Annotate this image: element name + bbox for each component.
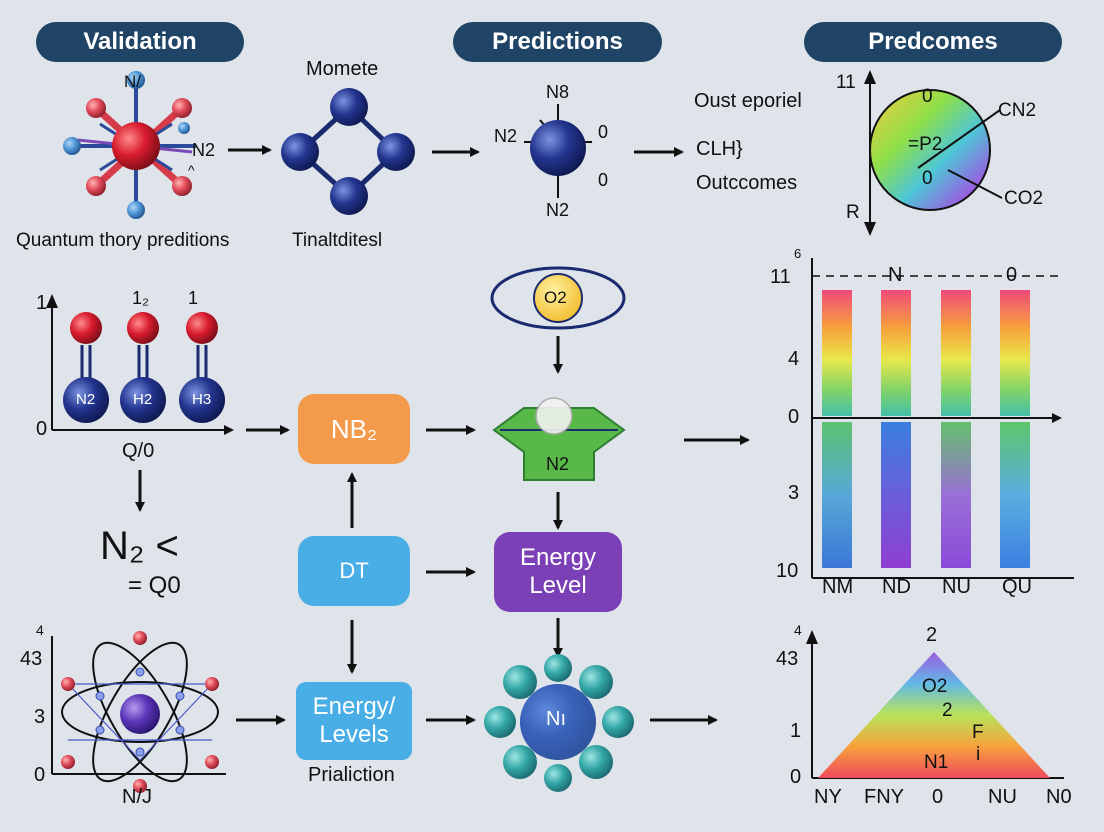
circle-axis-bottom: R [846, 202, 860, 223]
tri-y-4: 0 [790, 766, 802, 788]
complex-label-top: N/ [124, 72, 141, 91]
tri-inner-i: i [976, 744, 981, 765]
left-chart-top-mark-1: 1₂ [132, 288, 149, 308]
circle-label-co: CO2 [1004, 188, 1044, 209]
energy-levels-node: Energy/ Levels [296, 682, 412, 760]
bar-y-top: 11 [770, 266, 791, 288]
tri-y-3: 1 [790, 720, 802, 742]
tri-inner-n1: N1 [924, 752, 949, 773]
central-label-top: N8 [546, 82, 570, 102]
outcome-circle [864, 70, 1003, 236]
energy-level-node: Energy Level [494, 532, 622, 612]
green-shape-label: N2 [546, 454, 570, 474]
atom-chart-y-3: 3 [34, 706, 46, 728]
o2-oval-shape [490, 266, 626, 330]
central-molecule [524, 104, 592, 198]
diamond-molecule [281, 88, 415, 215]
central-label-bottom: N2 [546, 200, 570, 220]
circle-label-center2: 0 [922, 168, 933, 189]
bar-top-n: N [888, 264, 903, 286]
outcome-line2: CLH} [696, 138, 743, 160]
atom-chart [51, 631, 226, 793]
outcome-line3: Outccomes [696, 172, 798, 194]
nb-node: NB₂ [298, 394, 410, 464]
left-chart-x-label: Q/0 [122, 440, 155, 462]
molecule-chart [46, 294, 234, 435]
bar-category-2: ND [882, 576, 911, 598]
prialiction-label: Prialiction [308, 764, 395, 786]
energy-levels-line-2: Levels [319, 721, 389, 748]
left-chart-y-top: 1 [36, 292, 48, 314]
molecule-label-3: H3 [192, 391, 212, 408]
header-predictions: Predictions [453, 22, 662, 62]
tri-x-3: 0 [932, 786, 944, 808]
atom-chart-y-1: 4 [36, 622, 44, 638]
tri-inner-two: 2 [942, 700, 953, 721]
left-chart-y-zero: 0 [36, 418, 48, 440]
tri-x-5: N0 [1046, 786, 1072, 808]
teal-cluster [484, 654, 634, 792]
atom-chart-y-4: 0 [34, 764, 46, 786]
bar-y-four: 4 [788, 348, 800, 370]
bar-y-zero: 0 [788, 406, 800, 428]
energy-level-line-2: Level [529, 572, 587, 599]
bar-top-o: 0 [1006, 264, 1018, 286]
bar-category-1: NM [822, 576, 854, 598]
tri-x-2: FNY [864, 786, 904, 808]
n2-formula-main: N₂ < [100, 524, 179, 568]
circle-axis-top: 11 [836, 72, 856, 93]
bar-category-4: QU [1002, 576, 1032, 598]
left-chart-top-mark-2: 1 [188, 288, 199, 308]
bar-category-3: NU [942, 576, 971, 598]
central-label-right-top: 0 [598, 122, 609, 142]
triangle-chart [806, 630, 1064, 779]
tri-inner-o2: O2 [922, 676, 948, 697]
molecule-label-1: N2 [76, 391, 96, 408]
energy-level-line-1: Energy [519, 544, 597, 571]
complex-label-lower: ^ [188, 162, 195, 178]
tinalt-caption: Tinaltditesl [292, 230, 383, 251]
tri-x-4: NU [988, 786, 1017, 808]
teal-cluster-label: Nı [546, 708, 566, 730]
complex-molecule [63, 71, 196, 219]
central-label-left: N2 [494, 126, 518, 146]
tri-y-2: 43 [776, 648, 799, 670]
tri-inner-f: F [972, 722, 984, 743]
green-funnel-shape [492, 397, 626, 481]
bar-y-bottom: 10 [776, 560, 799, 582]
circle-label-top: 0 [922, 86, 933, 107]
header-validation: Validation [36, 22, 244, 62]
tri-x-1: NY [814, 786, 842, 808]
tri-y-1: 4 [794, 622, 802, 638]
molecule-label-2: H2 [133, 391, 153, 408]
header-predcomes: Predcomes [804, 22, 1062, 62]
n2-formula-sub: = Q0 [128, 572, 181, 599]
quantum-caption: Quantum thory preditions [16, 230, 230, 251]
circle-label-center: =P2 [908, 134, 943, 155]
tri-peak-label: 2 [926, 624, 938, 646]
bar-y-small-top: 6 [794, 246, 802, 261]
energy-levels-line-1: Energy/ [312, 693, 396, 720]
o2-label: O2 [544, 288, 567, 307]
atom-chart-y-2: 43 [20, 648, 43, 670]
circle-label-cn: CN2 [998, 100, 1037, 121]
dt-node: DT [298, 536, 410, 606]
outcome-line1: Oust eporiel [694, 90, 802, 112]
gradient-bar-chart [811, 258, 1074, 579]
moment-label: Momete [306, 58, 379, 80]
atom-chart-x-label: N/J [122, 786, 152, 808]
complex-label-right: N2 [192, 140, 216, 160]
bar-y-three: 3 [788, 482, 800, 504]
central-label-right-bottom: 0 [598, 170, 609, 190]
